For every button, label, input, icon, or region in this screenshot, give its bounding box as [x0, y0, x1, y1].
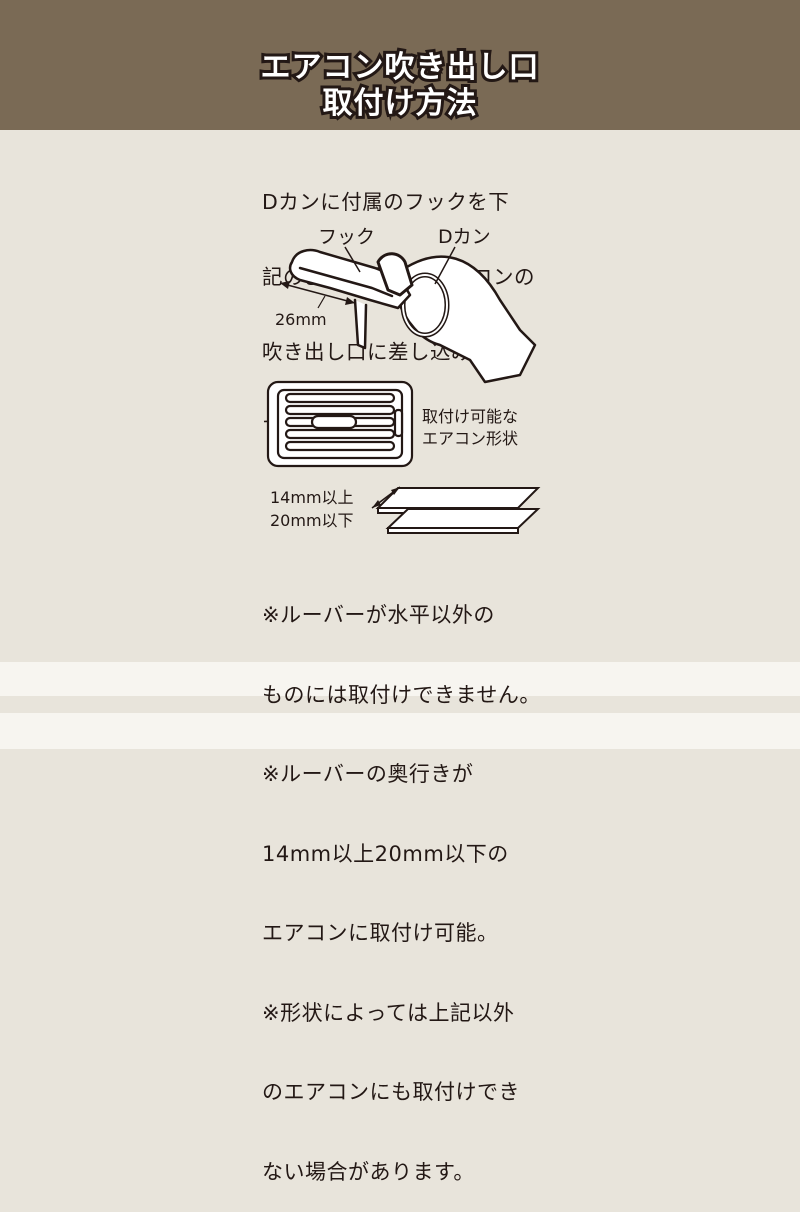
background-stripe: [0, 713, 800, 749]
note-line: ※形状によっては上記以外: [262, 1000, 515, 1025]
note-line: ※ルーバーが水平以外の: [262, 603, 495, 627]
notes-text: ※ルーバーが水平以外の ものには取付けできません。 ※ルーバーの奥行きが 14m…: [262, 549, 552, 1212]
louver-min-label: 14mm以上: [270, 488, 354, 507]
louver-max-label: 20mm以下: [270, 511, 354, 530]
hook-diagram: [279, 246, 537, 384]
intro-line: Dカンに付属のフックを下: [262, 190, 510, 214]
louver-diagram: [371, 486, 541, 534]
vent-caption-line-1: 取付け可能な: [422, 407, 519, 426]
note-line: エアコンに取付け可能。: [262, 921, 499, 945]
hook-illustration: [288, 248, 412, 310]
louver-plate-top: [375, 487, 541, 509]
background-stripe: [0, 662, 800, 696]
title-line-1: エアコン吹き出し口: [258, 47, 542, 88]
note-line: ものには取付けできません。: [262, 682, 541, 707]
louver-plate-bottom: [385, 508, 541, 529]
note-line: ※ルーバーの奥行きが: [262, 762, 474, 786]
hook-label: フック: [318, 226, 376, 248]
vent-caption-line-2: エアコン形状: [422, 429, 519, 448]
dkan-label: Dカン: [438, 226, 491, 248]
note-line: のエアコンにも取付けでき: [262, 1080, 520, 1104]
note-line: 14mm以上20mm以下の: [262, 841, 509, 866]
header-banner: エアコン吹き出し口 取付け方法: [0, 0, 800, 130]
width-label: 26mm: [275, 310, 327, 329]
vent-diagram: [266, 380, 414, 468]
note-line: ない場合があります。: [262, 1159, 475, 1184]
title-line-2: 取付け方法: [320, 83, 480, 124]
